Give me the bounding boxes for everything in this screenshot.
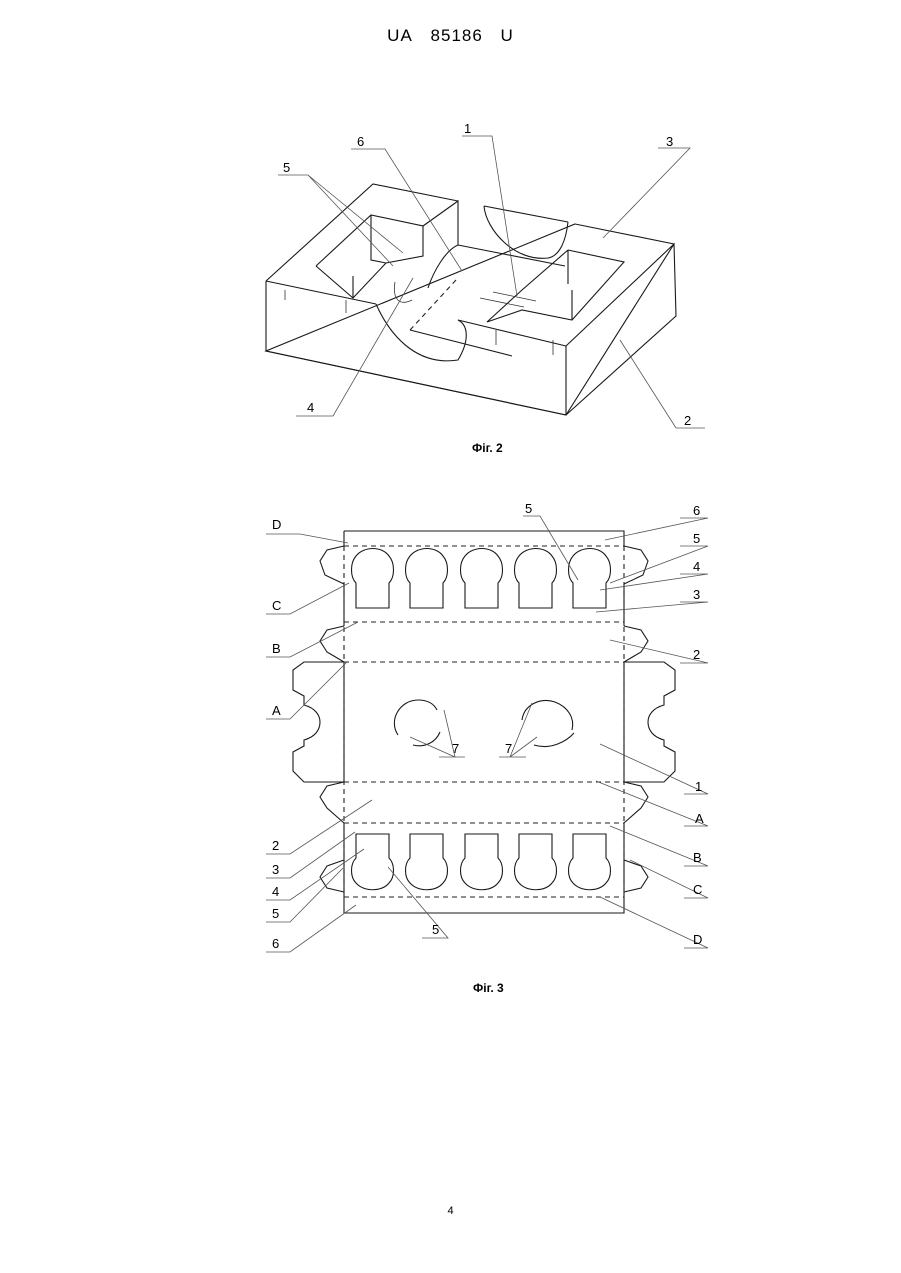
fig2-label-2: 2 xyxy=(684,413,691,428)
fig2-center-groove xyxy=(376,201,568,361)
fig3-outline xyxy=(344,531,624,913)
fig3-label-right-4: 4 xyxy=(693,559,700,574)
fig2-hidden-line xyxy=(410,280,456,330)
fig3-label-left-6: 6 xyxy=(272,936,279,951)
top-cutout-1 xyxy=(352,549,394,609)
top-cutout-5 xyxy=(569,549,611,609)
figure-2: 1 2 3 4 5 6 Фіг. 2 xyxy=(266,121,705,455)
bottom-cutout-3 xyxy=(461,834,503,890)
fig3-label-top-D: D xyxy=(272,517,281,532)
fig3-label-left-A: A xyxy=(272,703,281,718)
fig2-leader-4 xyxy=(296,278,413,416)
bottom-cutout-5 xyxy=(569,834,611,890)
fig3-label-right-B: B xyxy=(693,850,702,865)
fig3-label-right-5: 5 xyxy=(693,531,700,546)
top-cutout-4 xyxy=(515,549,557,609)
fig2-leader-5 xyxy=(278,175,403,266)
fig3-label-right-1: 1 xyxy=(695,779,702,794)
fig2-label-5: 5 xyxy=(283,160,290,175)
fig2-caption: Фіг. 2 xyxy=(472,441,503,455)
bottom-cutout-1 xyxy=(352,834,394,890)
bottom-cutout-2 xyxy=(406,834,448,890)
fig3-label-right-C: C xyxy=(693,882,702,897)
fig2-label-6: 6 xyxy=(357,134,364,149)
top-cutout-2 xyxy=(406,549,448,609)
fig3-label-7-left: 7 xyxy=(452,741,459,756)
fig2-leader-3 xyxy=(603,148,690,238)
fig3-label-right-D: D xyxy=(693,932,702,947)
page-number: 4 xyxy=(0,1205,901,1217)
fig2-front-face xyxy=(266,281,566,415)
fig3-label-7-right: 7 xyxy=(505,741,512,756)
bottom-cutout-4 xyxy=(515,834,557,890)
fig3-label-left-C: C xyxy=(272,598,281,613)
figure-3: D 5 6 5 4 3 C B 2 A 7 7 1 A 2 3 4 5 6 5 … xyxy=(266,501,708,995)
fig3-caption: Фіг. 3 xyxy=(473,981,504,995)
fig3-left-tabs xyxy=(293,546,344,892)
fig3-label-top-5: 5 xyxy=(525,501,532,516)
fig3-top-cutouts xyxy=(352,549,611,609)
fig3-label-right-2: 2 xyxy=(693,647,700,662)
fig3-label-right-3: 3 xyxy=(693,587,700,602)
fig2-inner-left-recess xyxy=(316,215,423,298)
fig2-label-4: 4 xyxy=(307,400,314,415)
fig3-label-top-6: 6 xyxy=(693,503,700,518)
fig3-label-left-B: B xyxy=(272,641,281,656)
fig3-arc-slit-left xyxy=(394,700,440,746)
fig2-leader-2 xyxy=(620,340,705,428)
fig3-label-right-A: A xyxy=(695,811,704,826)
fig3-label-left-5: 5 xyxy=(272,906,279,921)
fig3-right-tabs xyxy=(624,546,675,892)
fig2-label-1: 1 xyxy=(464,121,471,136)
fig3-label-left-3: 3 xyxy=(272,862,279,877)
top-cutout-3 xyxy=(461,549,503,609)
fig3-fold-sides xyxy=(344,546,624,897)
fig2-top-outline xyxy=(266,184,674,415)
fig3-label-left-4: 4 xyxy=(272,884,279,899)
fig3-bottom-cutouts xyxy=(352,834,611,890)
fig2-leader-1 xyxy=(462,136,517,296)
fig3-label-bottom-5: 5 xyxy=(432,922,439,937)
fig2-label-3: 3 xyxy=(666,134,673,149)
fig3-label-left-2: 2 xyxy=(272,838,279,853)
